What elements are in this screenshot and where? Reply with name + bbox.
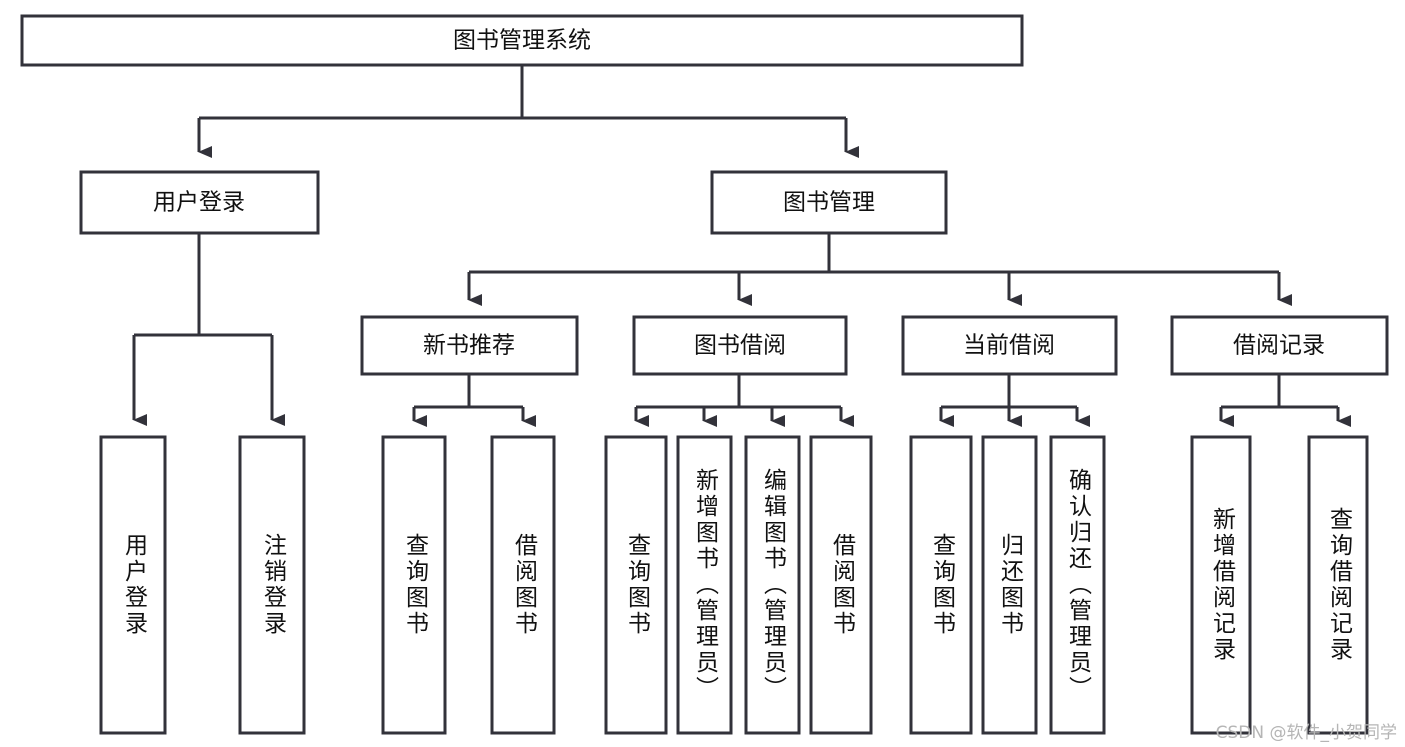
node-leaf-query-book-3[interactable]: 查询图书: [909, 435, 973, 735]
connector-root-to-level1: [197, 66, 859, 158]
node-leaf-confirm-return-label: 确认归还（管理员）: [1065, 468, 1093, 702]
connector-book-borrow-to-leaves: [634, 375, 854, 427]
node-leaf-query-book-1[interactable]: 查询图书: [381, 435, 447, 735]
connector-new-book-recommend-to-leaves: [412, 375, 536, 427]
node-user-login-label: 用户登录: [153, 190, 245, 216]
node-leaf-confirm-return[interactable]: 确认归还（管理员）: [1049, 435, 1106, 735]
node-book-management[interactable]: 图书管理: [710, 170, 948, 235]
node-book-borrow-label: 图书借阅: [694, 333, 786, 359]
connector-book-management-to-level2: [467, 234, 1292, 306]
node-leaf-borrow-book-1[interactable]: 借阅图书: [490, 435, 556, 735]
node-new-book-recommend-label: 新书推荐: [423, 333, 515, 359]
node-leaf-borrow-book-2-label: 借阅图书: [829, 533, 857, 637]
node-leaf-borrow-book-2[interactable]: 借阅图书: [809, 435, 873, 735]
node-leaf-user-login-label: 用户登录: [121, 533, 149, 637]
node-leaf-add-book-label: 新增图书（管理员）: [692, 468, 720, 702]
node-leaf-query-book-2[interactable]: 查询图书: [604, 435, 668, 735]
connector-current-borrow-to-leaves: [939, 375, 1090, 427]
node-leaf-query-record-label: 查询借阅记录: [1326, 507, 1354, 663]
node-borrow-record-label: 借阅记录: [1233, 333, 1325, 359]
node-leaf-add-record[interactable]: 新增借阅记录: [1190, 435, 1252, 735]
node-current-borrow[interactable]: 当前借阅: [901, 315, 1118, 376]
node-leaf-add-record-label: 新增借阅记录: [1209, 507, 1237, 663]
node-leaf-logout-login[interactable]: 注销登录: [238, 435, 306, 735]
node-borrow-record[interactable]: 借阅记录: [1170, 315, 1389, 376]
node-root-system-label: 图书管理系统: [453, 28, 591, 54]
node-leaf-return-book-label: 归还图书: [997, 533, 1025, 637]
node-leaf-user-login[interactable]: 用户登录: [99, 435, 167, 735]
node-leaf-edit-book-label: 编辑图书（管理员）: [760, 468, 788, 702]
node-book-borrow[interactable]: 图书借阅: [632, 315, 848, 376]
node-leaf-edit-book[interactable]: 编辑图书（管理员）: [744, 435, 801, 735]
connector-borrow-record-to-leaves: [1219, 375, 1351, 427]
node-leaf-query-book-3-label: 查询图书: [929, 533, 957, 637]
node-root-system[interactable]: 图书管理系统: [20, 14, 1024, 67]
node-leaf-return-book[interactable]: 归还图书: [981, 435, 1038, 735]
node-leaf-query-record[interactable]: 查询借阅记录: [1307, 435, 1369, 735]
node-leaf-query-book-1-label: 查询图书: [402, 533, 430, 637]
node-book-management-label: 图书管理: [783, 190, 875, 216]
connector-user-login-to-leaves: [132, 234, 285, 426]
node-leaf-logout-login-label: 注销登录: [260, 533, 288, 637]
node-leaf-add-book[interactable]: 新增图书（管理员）: [676, 435, 733, 735]
node-leaf-query-book-2-label: 查询图书: [624, 533, 652, 637]
node-new-book-recommend[interactable]: 新书推荐: [360, 315, 579, 376]
node-user-login[interactable]: 用户登录: [79, 170, 320, 235]
node-leaf-borrow-book-1-label: 借阅图书: [511, 533, 539, 637]
node-current-borrow-label: 当前借阅: [963, 333, 1055, 359]
